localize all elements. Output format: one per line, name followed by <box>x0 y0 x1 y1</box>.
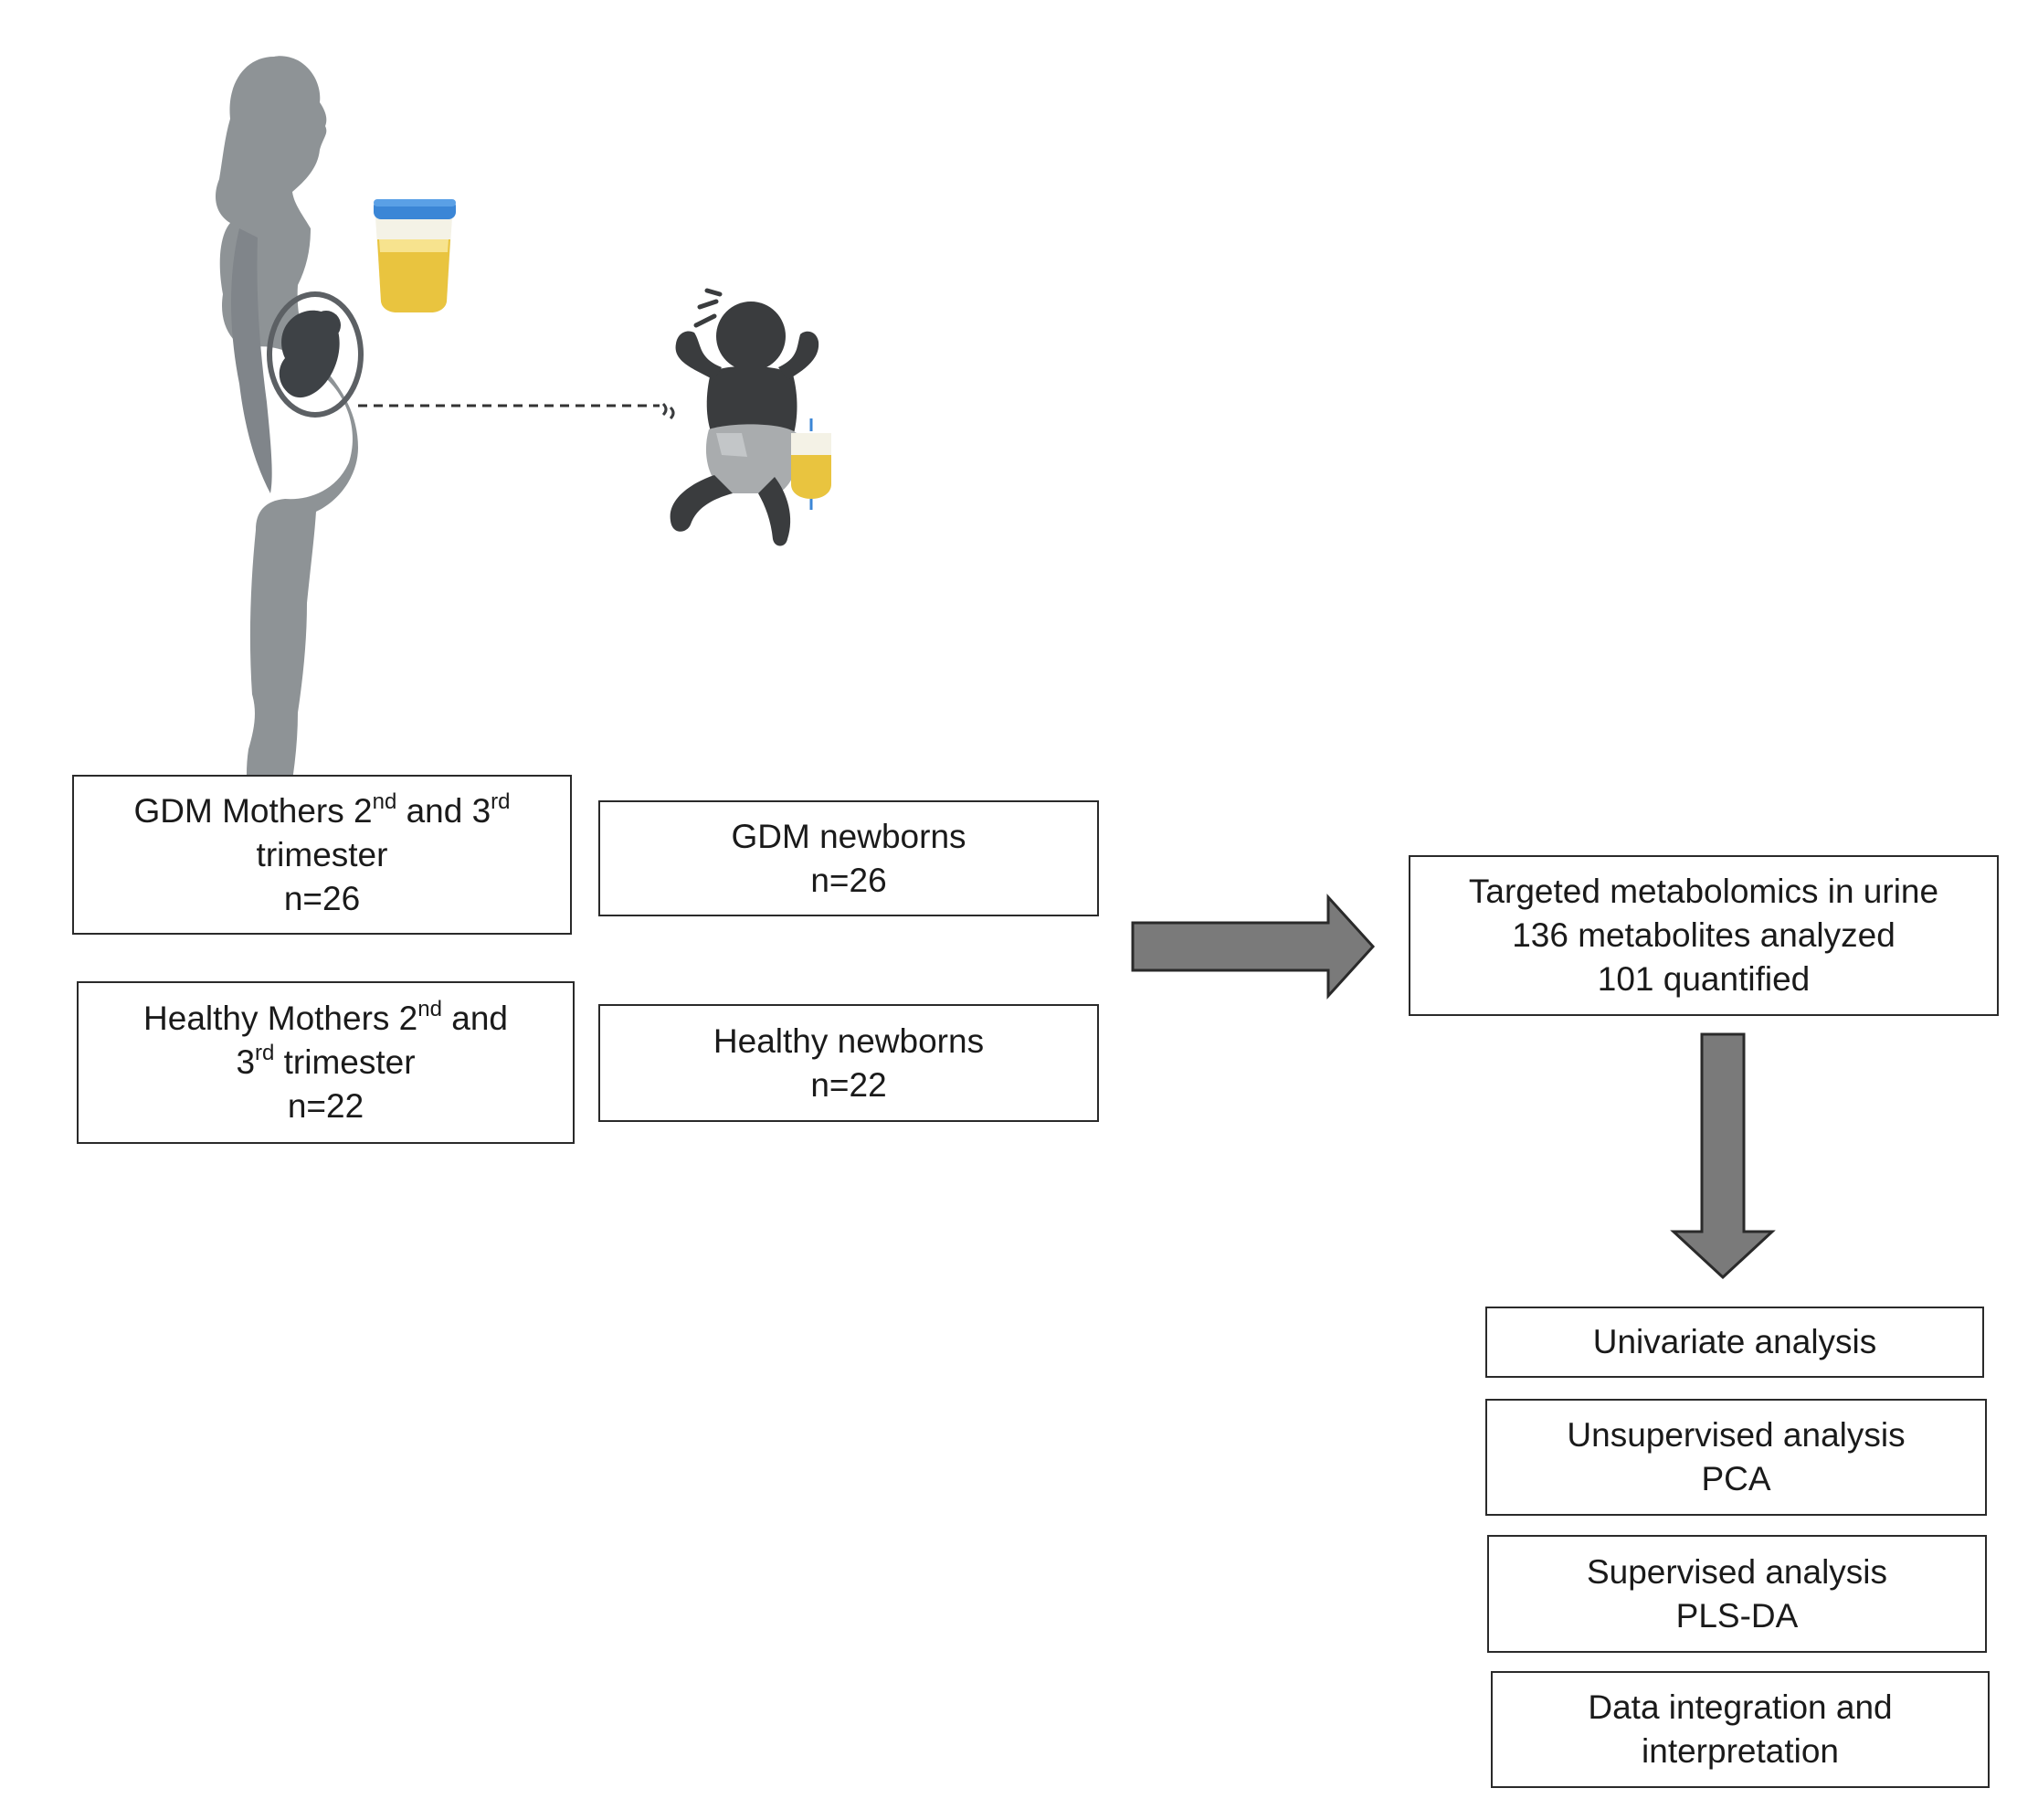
healthy-mothers-trimester-b: trimester <box>274 1043 416 1081</box>
gdm-mothers-title-a: GDM Mothers 2 <box>133 791 373 830</box>
data-integration-label: Data integration and <box>1588 1688 1893 1726</box>
data-integration-label-2: interpretation <box>1642 1732 1839 1770</box>
gdm-newborns-label: GDM newborns <box>731 817 966 855</box>
arrow-down-icon <box>1670 1032 1776 1280</box>
gdm-mothers-sup-rd: rd <box>491 788 511 814</box>
pregnant-woman-silhouette-icon <box>216 56 364 924</box>
healthy-mothers-trimester: 3rd trimester <box>236 1041 415 1085</box>
healthy-newborns-label: Healthy newborns <box>713 1021 985 1060</box>
univariate-analysis-label: Univariate analysis <box>1592 1323 1877 1360</box>
gdm-newborns-n: n=26 <box>810 861 887 899</box>
gdm-mothers-title-b: and 3 <box>396 791 491 830</box>
urine-collection-bag-icon <box>791 418 831 510</box>
healthy-mothers-sup-rd: rd <box>255 1041 275 1065</box>
metabolomics-line2: 136 metabolites analyzed <box>1512 916 1896 954</box>
arrow-right-icon <box>1131 894 1376 1000</box>
supervised-analysis-box: Supervised analysis PLS-DA <box>1487 1535 1987 1653</box>
urine-sample-cup-icon <box>374 199 456 312</box>
crying-baby-icon <box>661 288 819 546</box>
metabolomics-line3: 101 quantified <box>1597 960 1811 998</box>
healthy-mothers-title-b: and <box>441 1000 508 1037</box>
unsupervised-analysis-box: Unsupervised analysis PCA <box>1485 1399 1987 1516</box>
metabolomics-line1: Targeted metabolomics in urine <box>1468 873 1939 910</box>
unsupervised-analysis-method: PCA <box>1701 1460 1771 1497</box>
healthy-mothers-box: Healthy Mothers 2nd and 3rd trimester n=… <box>77 981 575 1144</box>
gdm-mothers-box: GDM Mothers 2nd and 3rd trimester n=26 <box>72 775 572 935</box>
healthy-newborns-box: Healthy newborns n=22 <box>598 1004 1099 1122</box>
unsupervised-analysis-label: Unsupervised analysis <box>1567 1416 1906 1454</box>
supervised-analysis-method: PLS-DA <box>1675 1596 1799 1635</box>
gdm-newborns-box: GDM newborns n=26 <box>598 800 1099 916</box>
metabolomics-box: Targeted metabolomics in urine 136 metab… <box>1409 855 1999 1016</box>
gdm-mothers-sup-nd: nd <box>372 788 397 814</box>
healthy-mothers-title-a: Healthy Mothers 2 <box>143 1000 418 1037</box>
healthy-newborns-n: n=22 <box>810 1065 887 1104</box>
healthy-mothers-title: Healthy Mothers 2nd and <box>143 997 508 1041</box>
data-integration-box: Data integration and interpretation <box>1491 1671 1990 1788</box>
univariate-analysis-box: Univariate analysis <box>1485 1307 1984 1378</box>
healthy-mothers-sup-nd: nd <box>417 997 442 1021</box>
supervised-analysis-label: Supervised analysis <box>1586 1552 1888 1591</box>
healthy-mothers-n: n=22 <box>287 1087 364 1125</box>
healthy-mothers-trimester-a: 3 <box>236 1043 256 1081</box>
gdm-mothers-trimester: trimester <box>256 835 388 873</box>
gdm-mothers-title: GDM Mothers 2nd and 3rd <box>133 789 510 833</box>
gdm-mothers-n: n=26 <box>283 879 361 917</box>
